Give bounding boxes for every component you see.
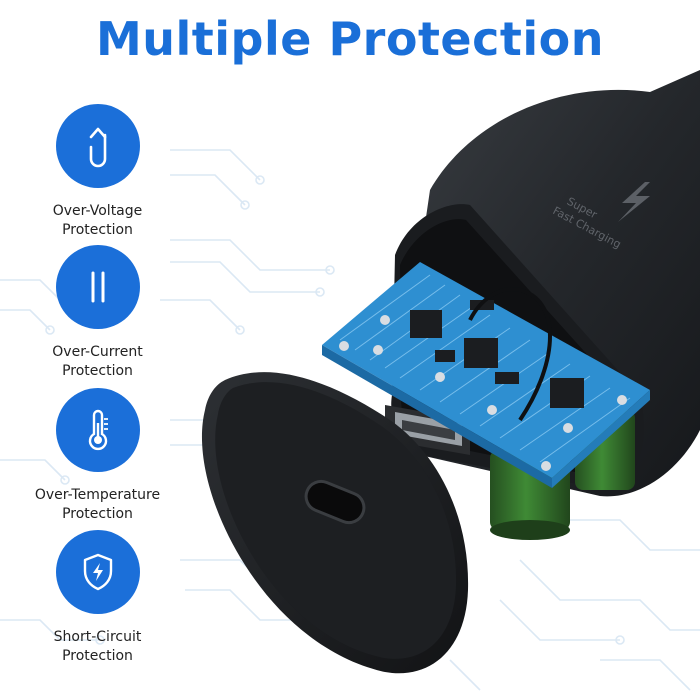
usb-c-slot	[304, 479, 366, 525]
pcb-board	[322, 262, 650, 488]
feature-line2: Protection	[62, 222, 133, 238]
feature-line2: Protection	[62, 648, 133, 664]
feature-line2: Protection	[62, 363, 133, 379]
feature-line1: Over-Current	[52, 344, 143, 360]
feature-over-temperature: Over-Temperature Protection	[20, 388, 175, 524]
u-turn-arrow-icon	[55, 104, 140, 188]
thermometer-icon	[55, 388, 140, 472]
feature-short-circuit: Short-Circuit Protection	[20, 530, 175, 666]
lightning-bolt-icon	[618, 182, 650, 222]
feature-line1: Over-Voltage	[52, 203, 143, 219]
feature-over-voltage: Over-Voltage Protection	[20, 104, 175, 240]
shield-bolt-icon	[55, 530, 140, 614]
page-title: Multiple Protection	[95, 12, 605, 66]
parallel-lines-icon	[55, 245, 140, 329]
feature-line2: Protection	[62, 506, 133, 522]
feature-over-current: Over-Current Protection	[20, 245, 175, 381]
feature-line1: Over-Temperature	[34, 487, 161, 503]
feature-line1: Short-Circuit	[53, 629, 142, 645]
front-cover	[201, 372, 469, 674]
